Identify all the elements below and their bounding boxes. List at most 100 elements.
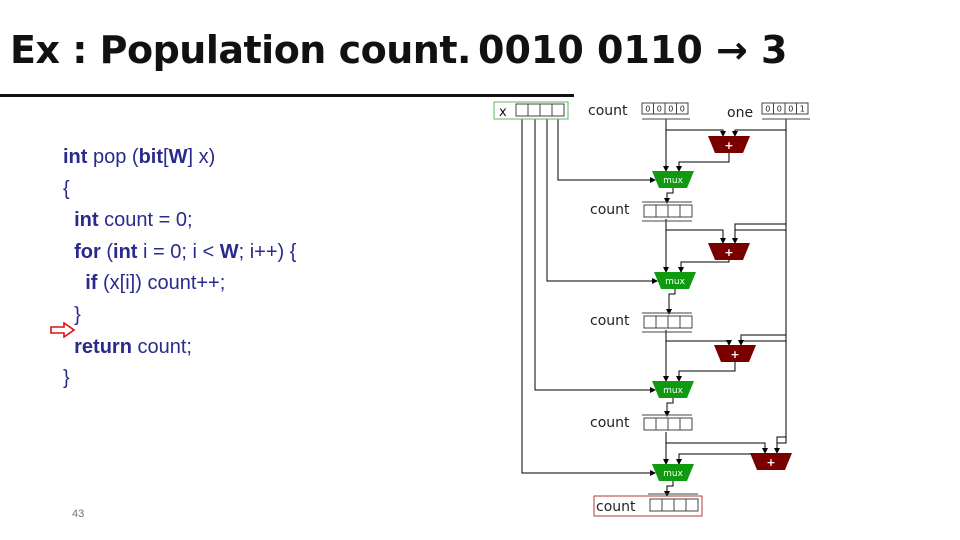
wire: [546, 119, 658, 284]
code-line: for (int i = 0; i < W; i++) {: [63, 237, 296, 269]
wire: [666, 289, 676, 315]
bit-value: 0: [657, 105, 662, 114]
adder-shape: [708, 136, 750, 153]
count-label: count: [590, 415, 630, 431]
register-bit: [643, 315, 657, 329]
x-register: [515, 103, 565, 117]
mux-label: mux: [665, 277, 685, 287]
code-text: i = 0; i <: [137, 240, 220, 263]
register-bit: [667, 417, 681, 431]
code-line: }: [63, 363, 296, 395]
wires: [521, 119, 787, 497]
code-text: ; i++) {: [238, 240, 297, 263]
wire: [676, 153, 730, 172]
page-number: 43: [72, 508, 85, 520]
register-bit: [667, 315, 681, 329]
mux-block: mux: [654, 272, 696, 289]
register-bit: [796, 102, 809, 115]
register-bit: [655, 417, 669, 431]
register-bit: [679, 417, 693, 431]
register-bit: [673, 498, 687, 512]
code-line: {: [63, 174, 296, 206]
register-bit: [679, 315, 693, 329]
mux-block: mux: [652, 381, 694, 398]
code-line: if (x[i]) count++;: [63, 268, 296, 300]
adder-shape: [708, 243, 750, 260]
wire: [732, 223, 786, 244]
register-bit: [679, 204, 693, 218]
example-caption: 0010 0110 → 3: [478, 28, 788, 72]
adder-label: +: [724, 246, 733, 259]
adder-label: +: [730, 348, 739, 361]
register-bit: [667, 204, 681, 218]
output-register: [649, 498, 699, 512]
mux-block: mux: [652, 464, 694, 481]
mux-label: mux: [663, 386, 683, 396]
code-text: (: [100, 240, 114, 263]
x-label: x: [499, 105, 507, 120]
mux-label: mux: [663, 176, 683, 186]
register-bit: [539, 103, 553, 117]
register-bit: [655, 204, 669, 218]
code-text: count = 0;: [98, 209, 193, 232]
register-bit: [643, 417, 657, 431]
count-register: [643, 315, 693, 329]
mux-shape: [652, 464, 694, 481]
bit-value: 0: [680, 105, 685, 114]
code-line: int pop (bit[W] x): [63, 142, 296, 174]
initial-count-label: count: [588, 103, 628, 119]
wire: [665, 432, 768, 454]
code-keyword: int: [63, 146, 88, 168]
code-keyword: bit: [138, 146, 164, 168]
output-label: count: [596, 499, 636, 515]
register-bit: [515, 103, 529, 117]
code-line: return count;: [63, 332, 296, 364]
wire: [665, 219, 726, 244]
title-divider: [0, 94, 574, 97]
wire: [664, 481, 674, 497]
mux-shape: [652, 381, 694, 398]
adder-block: +: [750, 453, 792, 470]
code-text: {: [63, 177, 70, 200]
wire: [664, 398, 674, 417]
code-keyword: if: [85, 272, 98, 295]
output-register-frame: [593, 495, 703, 517]
register-bit: [551, 103, 565, 117]
bit-value: 1: [800, 105, 805, 114]
bit-value: 0: [765, 105, 770, 114]
count-register: [643, 417, 693, 431]
wire: [740, 119, 787, 345]
mux-block: mux: [652, 171, 694, 188]
x-register-frame: [493, 101, 569, 120]
register-bit: [655, 315, 669, 329]
wire: [521, 119, 656, 476]
code-line: }: [63, 300, 296, 332]
code-line: int count = 0;: [63, 205, 296, 237]
slide-title: Ex : Population count.: [10, 28, 471, 72]
wire: [664, 188, 674, 204]
count-label: count: [590, 313, 630, 329]
code-text: (x[i]) count++;: [97, 272, 226, 295]
code-listing: int pop (bit[W] x){ int count = 0; for (…: [63, 142, 296, 395]
count-register: [643, 204, 693, 218]
adder-label: +: [766, 456, 775, 469]
code-text: ] x): [187, 146, 216, 168]
adder-shape: [750, 453, 792, 470]
bit-value: 0: [788, 105, 793, 114]
code-text: count;: [131, 335, 192, 358]
code-keyword: for: [74, 240, 101, 263]
register-bit: [643, 204, 657, 218]
adder-block: +: [708, 136, 750, 153]
bit-value: 0: [668, 105, 673, 114]
code-keyword: W: [219, 240, 239, 263]
code-text: pop (: [87, 146, 139, 168]
bit-value: 0: [777, 105, 782, 114]
adder-label: +: [724, 139, 733, 152]
wire: [676, 362, 736, 382]
code-text: [: [163, 146, 169, 168]
wire: [738, 334, 786, 346]
code-keyword: int: [74, 209, 99, 232]
mux-shape: [652, 171, 694, 188]
